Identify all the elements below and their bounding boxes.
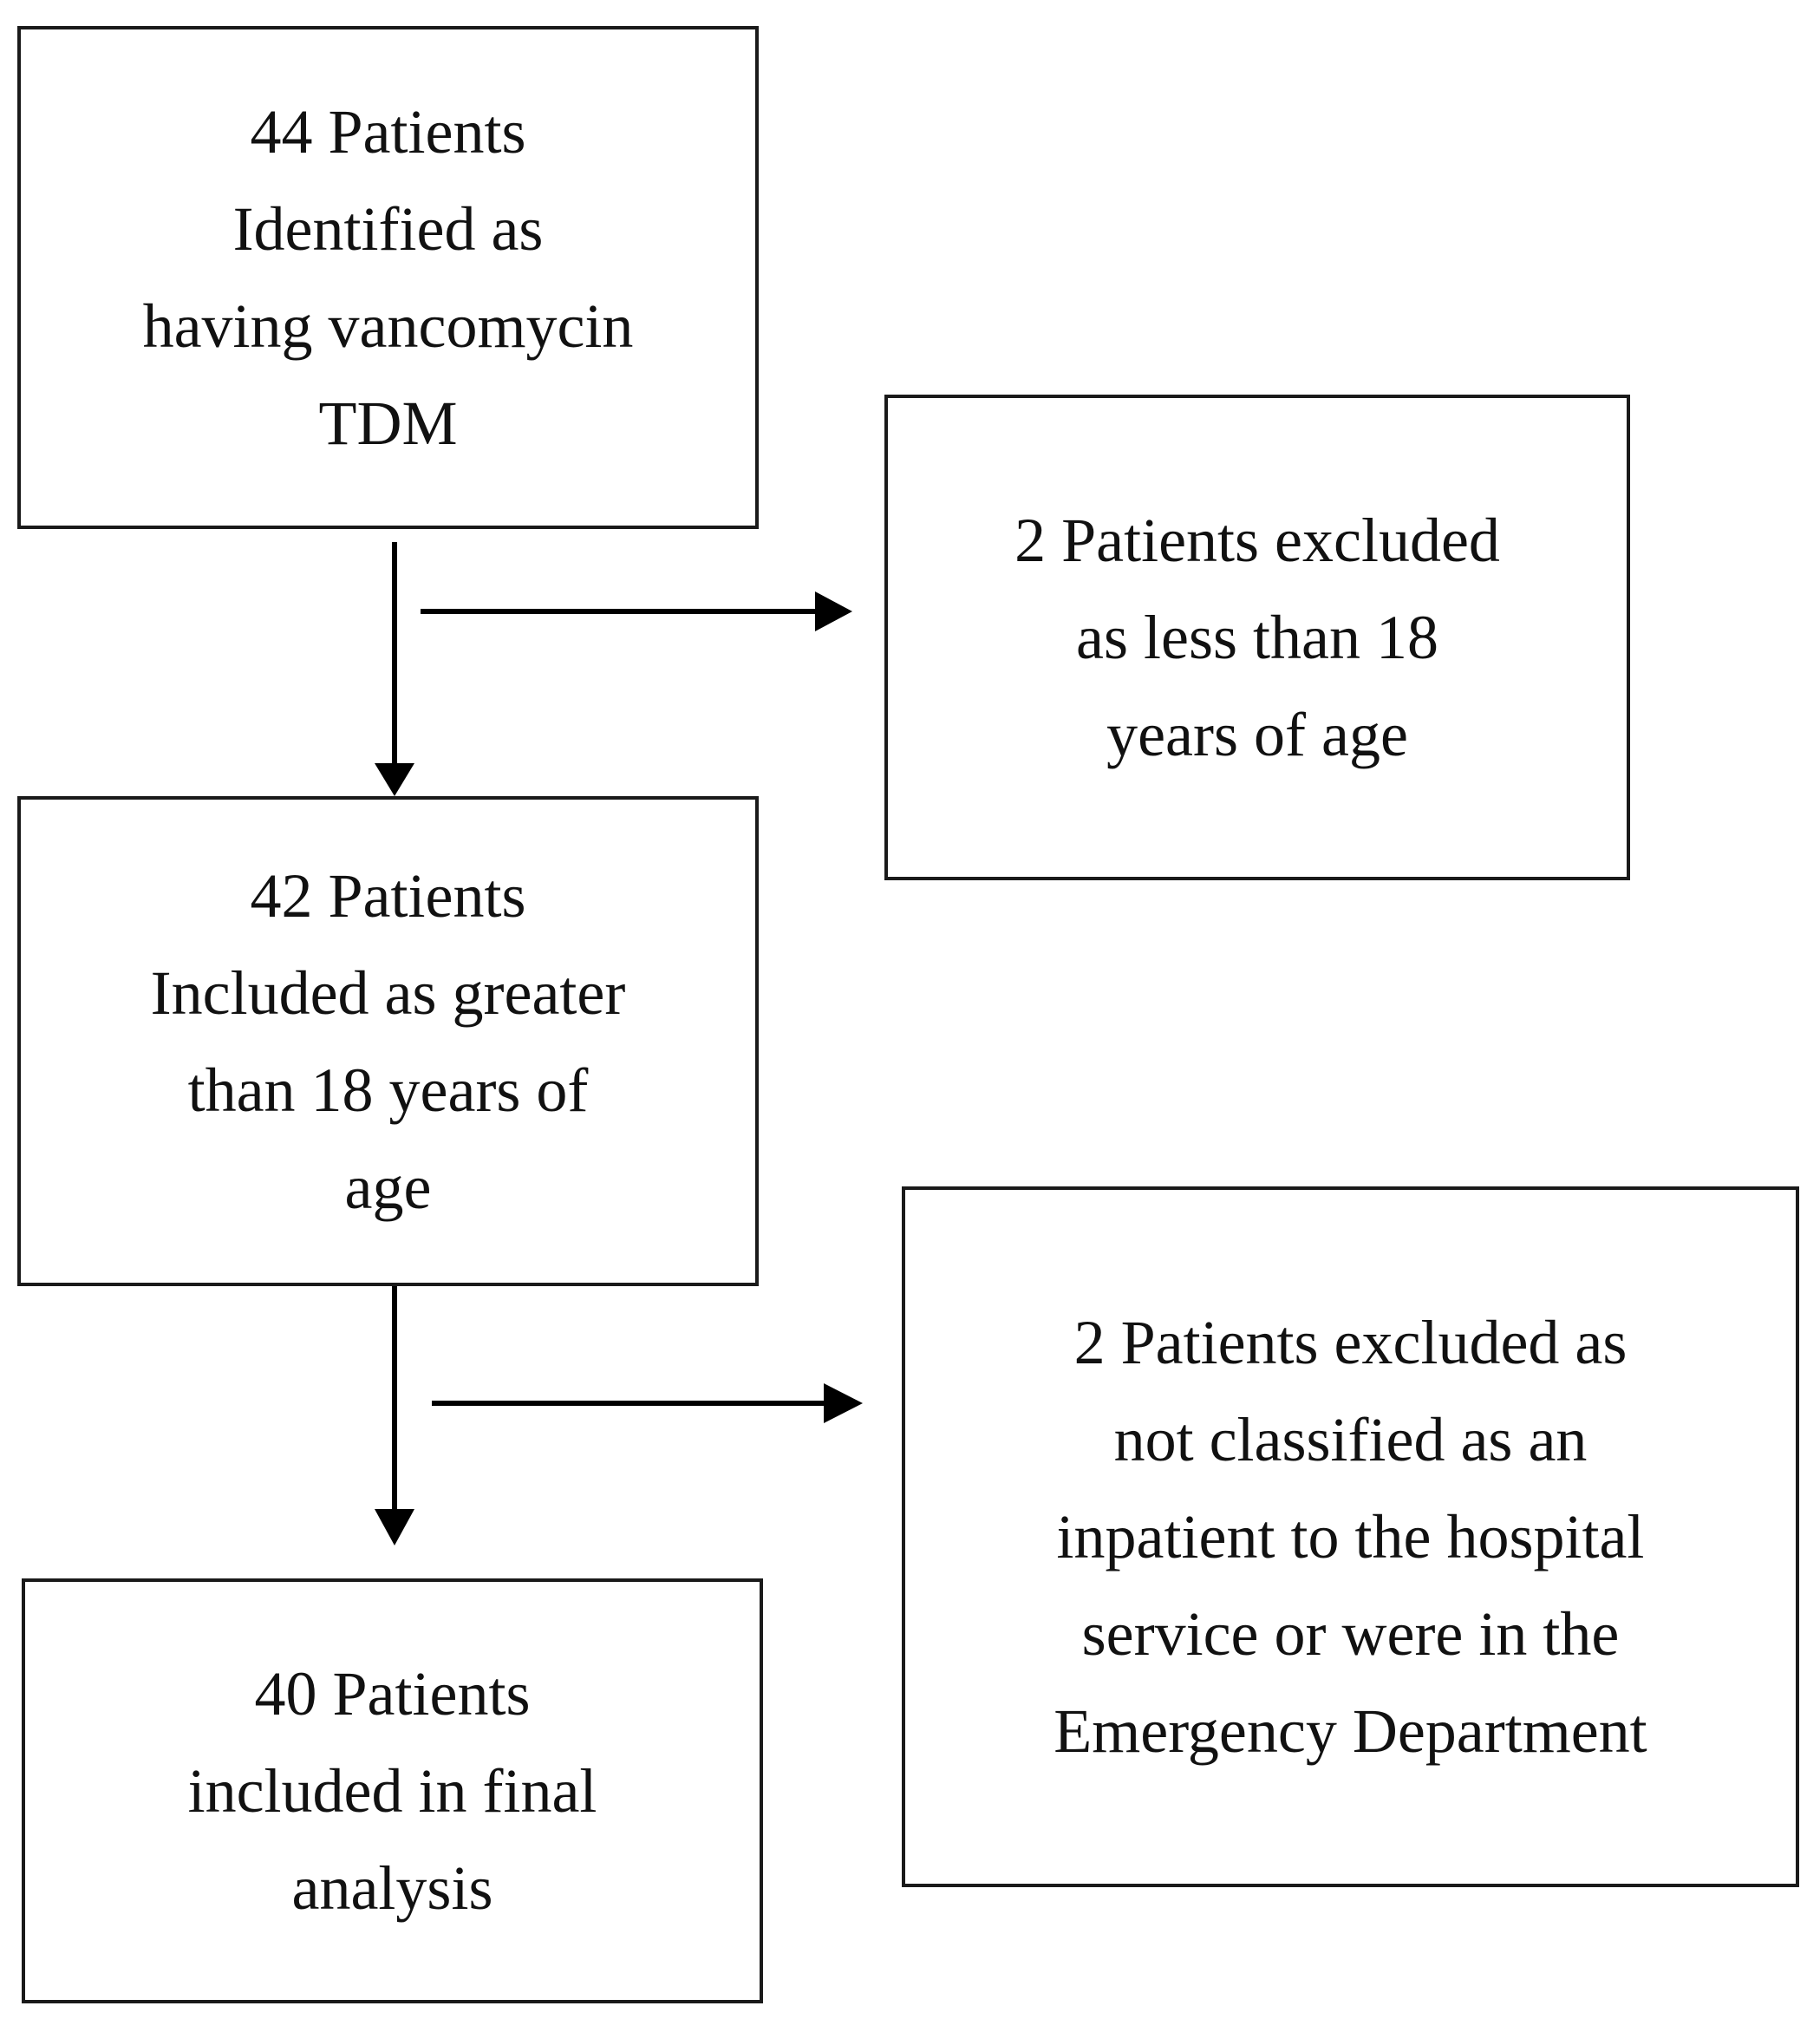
- box-total-identified: 44 Patients Identified as having vancomy…: [17, 26, 759, 529]
- box-excluded-age-text: 2 Patients excluded as less than 18 year…: [1014, 492, 1500, 783]
- box-line: having vancomycin: [142, 291, 634, 361]
- box-line: TDM: [318, 389, 458, 458]
- box-line: as less than 18: [1076, 603, 1438, 672]
- box-line: 2 Patients excluded as: [1073, 1308, 1628, 1377]
- down-arrow-2-head: [375, 1509, 414, 1545]
- box-included-age-text: 42 Patients Included as greater than 18 …: [151, 847, 626, 1236]
- down-arrow-1-head: [375, 763, 414, 796]
- right-arrow-1-head: [815, 591, 852, 631]
- box-line: age: [344, 1152, 432, 1222]
- box-line: 44 Patients: [250, 97, 526, 167]
- box-line: Identified as: [232, 194, 544, 264]
- box-excluded-inpatient-text: 2 Patients excluded as not classified as…: [1054, 1294, 1647, 1780]
- box-line: than 18 years of: [187, 1055, 589, 1125]
- box-line: years of age: [1106, 700, 1408, 769]
- box-line: not classified as an: [1113, 1405, 1588, 1474]
- box-final-analysis: 40 Patients included in final analysis: [22, 1578, 763, 2003]
- box-line: 2 Patients excluded: [1014, 506, 1500, 575]
- box-total-identified-text: 44 Patients Identified as having vancomy…: [143, 83, 634, 472]
- box-line: included in final: [187, 1756, 597, 1826]
- box-included-age: 42 Patients Included as greater than 18 …: [17, 796, 759, 1286]
- box-excluded-inpatient: 2 Patients excluded as not classified as…: [902, 1186, 1799, 1887]
- box-line: inpatient to the hospital: [1056, 1502, 1645, 1571]
- box-excluded-age: 2 Patients excluded as less than 18 year…: [884, 395, 1630, 880]
- box-line: analysis: [291, 1853, 493, 1923]
- box-line: 40 Patients: [254, 1659, 531, 1728]
- box-line: Included as greater: [150, 957, 626, 1028]
- box-final-analysis-text: 40 Patients included in final analysis: [188, 1645, 597, 1937]
- box-line: service or were in the: [1081, 1599, 1620, 1669]
- box-line: Emergency Department: [1054, 1696, 1647, 1766]
- box-line: 42 Patients: [250, 860, 526, 931]
- right-arrow-2-head: [824, 1383, 863, 1423]
